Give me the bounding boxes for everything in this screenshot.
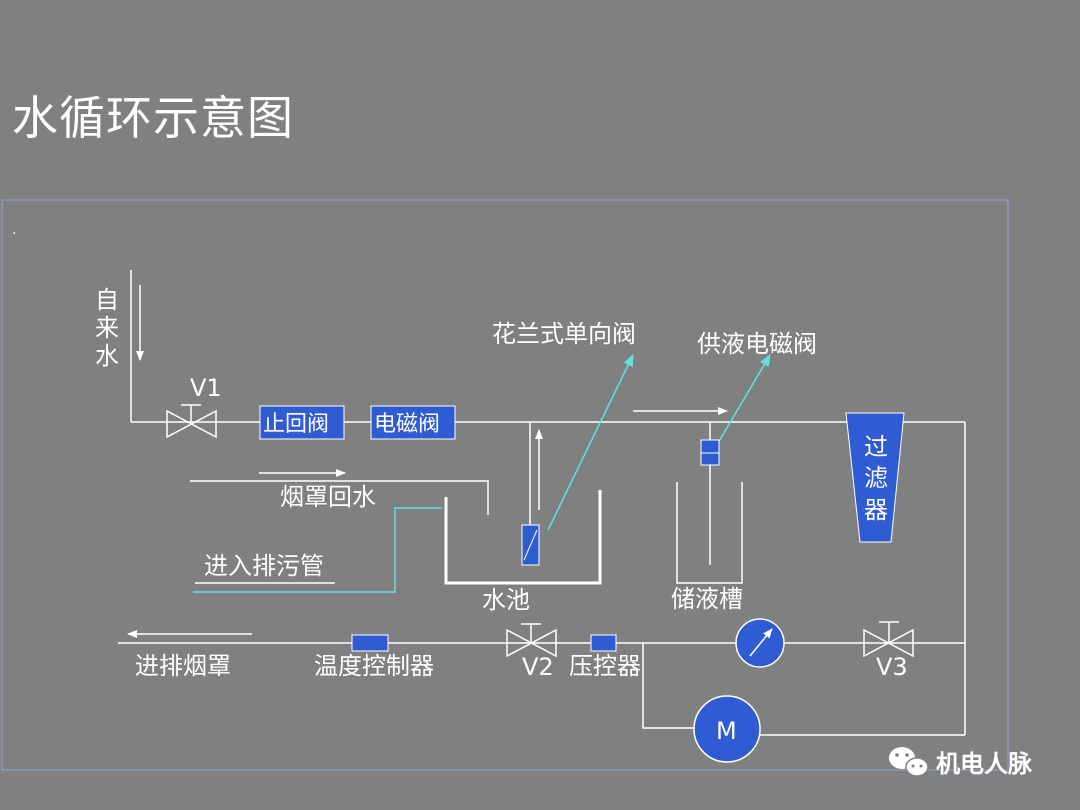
v1-label: V1	[190, 374, 222, 402]
overflow-pipe	[193, 507, 442, 593]
pressure-gauge	[735, 618, 785, 668]
flange-valve-pointer	[547, 354, 634, 531]
motor-loop-pipe	[642, 643, 696, 729]
filter-label-1: 过	[864, 433, 888, 461]
temperature-controller[interactable]	[351, 634, 389, 652]
watermark-text: 机电人脉	[936, 750, 1033, 778]
flange-check-valve-label: 花兰式单向阀	[492, 320, 636, 348]
valve-v2[interactable]	[506, 623, 557, 658]
hood-return-label: 烟罩回水	[280, 483, 376, 511]
valve-v3[interactable]	[863, 621, 914, 658]
to-drain-label: 进入排污管	[204, 552, 324, 580]
check-valve[interactable]	[259, 405, 345, 440]
supply-valve-pointer	[714, 354, 771, 449]
filter-label-2: 滤	[864, 464, 888, 492]
pool-label: 水池	[482, 586, 530, 614]
wechat-icon	[889, 747, 929, 777]
dot-mark: .	[12, 222, 16, 238]
motor-label: M	[716, 717, 737, 745]
pressure-controller-label: 压控器	[569, 652, 641, 680]
tap-water-label-2: 来	[95, 314, 119, 342]
to-hood-label: 进排烟罩	[135, 652, 231, 680]
valve-v1[interactable]	[166, 404, 217, 439]
diagram-frame	[1, 199, 1009, 771]
page-title: 水循环示意图	[12, 91, 294, 145]
v2-label: V2	[522, 653, 554, 681]
v3-label: V3	[876, 653, 908, 681]
supply-solenoid-valve-label: 供液电磁阀	[697, 330, 817, 358]
pool	[444, 490, 602, 585]
pressure-controller[interactable]	[590, 634, 617, 652]
solenoid-valve[interactable]	[370, 405, 456, 440]
temp-controller-label: 温度控制器	[314, 652, 434, 680]
filter[interactable]	[845, 412, 905, 543]
tank	[676, 482, 743, 584]
filter-label-3: 器	[864, 496, 888, 524]
check-valve-label: 止回阀	[263, 412, 329, 437]
motor[interactable]	[693, 695, 761, 763]
solenoid-valve-label: 电磁阀	[374, 412, 440, 437]
hood-return-pipe	[190, 480, 489, 515]
tank-label: 储液槽	[671, 585, 743, 613]
tap-water-label-3: 水	[95, 342, 119, 370]
tap-water-label-1: 自	[95, 286, 119, 314]
